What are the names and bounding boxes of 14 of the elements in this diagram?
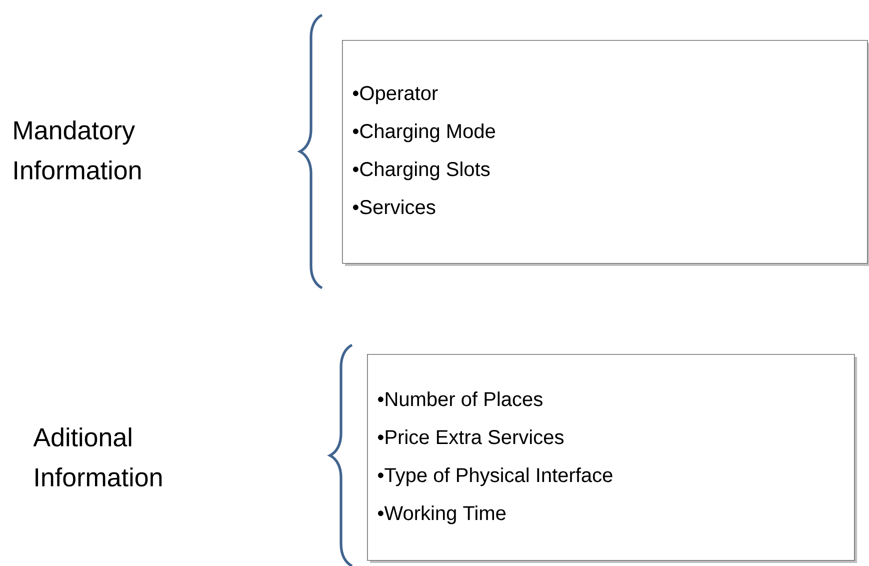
node-label: •Type of Physical Interface bbox=[378, 468, 612, 486]
node-label: •Working Time bbox=[378, 506, 506, 524]
node-label: •Charging Mode bbox=[352, 124, 496, 142]
node-label: •Services bbox=[352, 200, 436, 214]
list-box bbox=[367, 354, 855, 561]
node-label: •Number of Places bbox=[378, 392, 542, 406]
bullet-list: •Operator •Charging Mode •Charging Slots •Services bbox=[353, 86, 495, 214]
section-label: Mandatory Information bbox=[14, 120, 141, 180]
node-label: •Operator bbox=[352, 86, 438, 104]
node-label: •Charging Slots bbox=[352, 162, 490, 180]
section-label: Aditional Information bbox=[33, 427, 162, 487]
node-label: •Price Extra Services bbox=[378, 430, 564, 444]
bullet-list: •Number of Places •Price Extra Services •Type of Physical Interface •Working Time bbox=[378, 392, 612, 524]
list-box bbox=[342, 40, 868, 264]
